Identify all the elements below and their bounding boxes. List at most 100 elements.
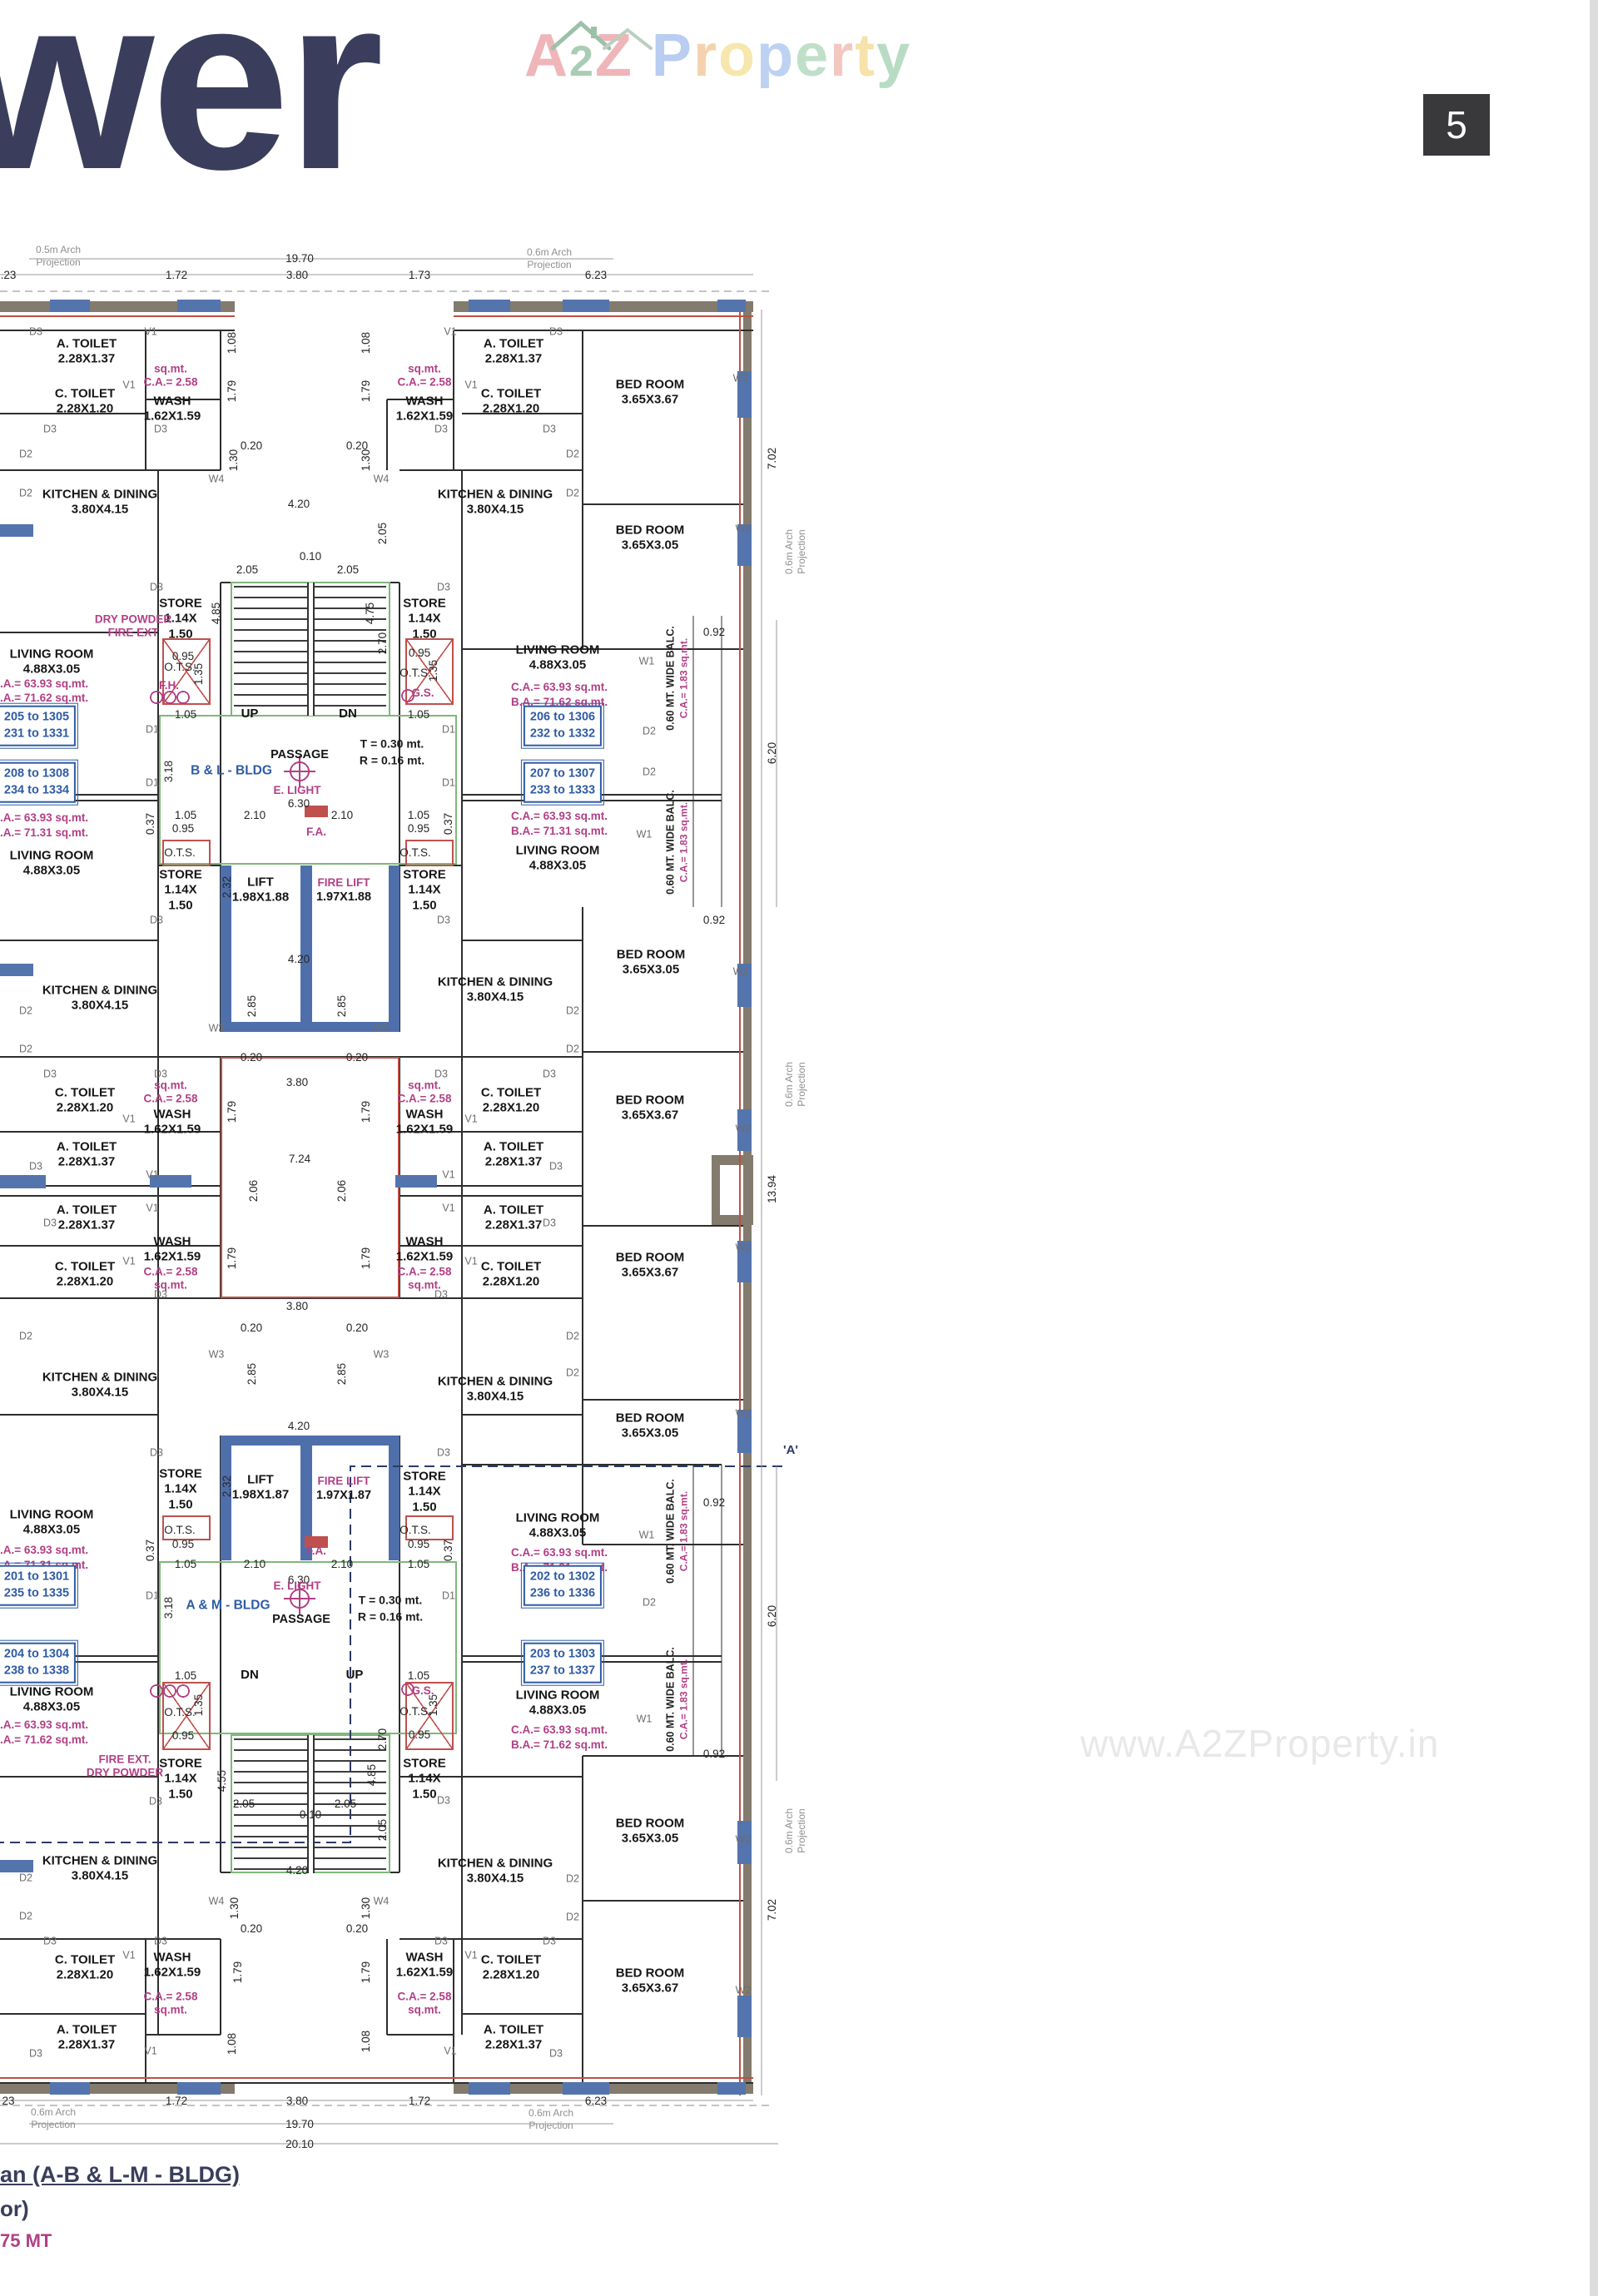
dimension-label: 2.10 — [330, 1557, 354, 1570]
dimension-label: 1.05 — [407, 1557, 430, 1570]
dimension-label: 1.05 — [174, 707, 197, 721]
area-label: sq.mt.C.A.= 2.58 — [397, 1079, 452, 1105]
dimension-label: 1.05 — [407, 707, 430, 721]
opening-tag: D2 — [566, 1043, 579, 1055]
dimension-label: 0.37 — [143, 1539, 156, 1562]
dimension-label: 3.18 — [161, 760, 175, 783]
dimension-label: 2.85 — [335, 1362, 348, 1386]
stair-direction-label: UP — [241, 706, 259, 721]
dimension-label: 0.20 — [345, 1321, 369, 1334]
opening-tag: D2 — [566, 1330, 579, 1342]
opening-tag: V1 — [442, 1168, 455, 1181]
logo-letter: p — [756, 22, 795, 89]
dimension-label: O.T.S. — [164, 846, 196, 859]
area-label: FIRE EXT.DRY POWDER — [86, 1753, 164, 1779]
dimension-label: 3.80 — [285, 2094, 309, 2107]
opening-tag: D3 — [43, 1935, 57, 1947]
dimension-label: 3.80 — [285, 1299, 309, 1312]
opening-tag: W2 — [735, 1984, 752, 1996]
opening-tag: D1 — [146, 776, 159, 789]
dimension-label: 1.08 — [359, 331, 372, 355]
dimension-label: 1.72 — [165, 268, 188, 281]
opening-tag: W3 — [373, 1348, 390, 1361]
opening-tag: D3 — [437, 914, 450, 926]
opening-tag: W2 — [732, 965, 749, 978]
dimension-label: 2.05 — [375, 522, 389, 545]
opening-tag: D1 — [146, 1589, 159, 1602]
logo-letter: r — [692, 22, 718, 89]
dimension-label: O.T.S. — [400, 666, 431, 679]
opening-tag: D3 — [434, 1068, 448, 1080]
opening-tag: D3 — [437, 1446, 450, 1459]
opening-tag: V1 — [464, 1255, 478, 1267]
dimension-label: 4.85 — [209, 602, 222, 625]
opening-tag: W2 — [735, 1407, 752, 1420]
dimension-label: 2.05 — [236, 563, 259, 576]
opening-tag: D3 — [437, 1794, 450, 1807]
opening-tag: D3 — [154, 423, 167, 435]
section-marker: 'A' — [783, 1442, 798, 1457]
logo-letter: t — [855, 22, 877, 89]
opening-tag: D3 — [437, 581, 450, 593]
dimension-label: 1.05 — [174, 1557, 197, 1570]
opening-tag: V1 — [444, 2045, 457, 2057]
opening-tag: D2 — [566, 1911, 579, 1923]
floor-note-fragment: or) — [0, 2196, 29, 2221]
dimension-label: .23 — [0, 268, 17, 281]
dimension-label: O.T.S. — [164, 1705, 196, 1718]
area-label: .A.= 63.93 sq.mt. — [0, 1718, 89, 1731]
dimension-label: 0.95 — [407, 821, 430, 835]
dimension-label: 0.20 — [345, 439, 369, 452]
logo-letter: P — [651, 22, 693, 89]
area-label: sq.mt.C.A.= 2.58 — [143, 362, 198, 389]
area-label: C.A.= 63.93 sq.mt. — [511, 680, 608, 693]
opening-tag: D3 — [434, 1935, 448, 1947]
dimension-label: 0.37 — [441, 812, 454, 836]
opening-tag: D2 — [19, 1004, 32, 1017]
opening-tag: W3 — [373, 1022, 390, 1034]
dimension-label: 1.35 — [426, 1693, 439, 1717]
dimension-label: 0.95 — [408, 646, 431, 659]
dimension-label: 1.72 — [408, 2094, 431, 2107]
dimension-label: 0.92 — [702, 625, 726, 638]
dimension-label: R = 0.16 mt. — [357, 1609, 424, 1624]
opening-tag: W2 — [735, 1833, 752, 1846]
plan-title-fragment: an (A-B & L-M - BLDG) — [0, 2162, 240, 2187]
dimension-label: 1.79 — [225, 1247, 238, 1270]
room-label: 1.97X1.87 — [315, 1489, 372, 1503]
dimension-label: 2.05 — [232, 1797, 256, 1810]
dimension-label: 2.06 — [335, 1179, 348, 1203]
opening-tag: W4 — [373, 1895, 390, 1907]
dimension-label: 4.20 — [287, 1419, 310, 1432]
opening-tag: D1 — [146, 723, 159, 736]
opening-tag: D3 — [154, 1288, 167, 1301]
opening-tag: D2 — [19, 1910, 32, 1922]
area-label: .A.= 63.93 sq.mt. — [0, 677, 89, 690]
area-label: FIRE LIFT — [317, 875, 370, 889]
opening-tag: D2 — [643, 766, 656, 778]
opening-tag: D3 — [434, 1288, 448, 1301]
